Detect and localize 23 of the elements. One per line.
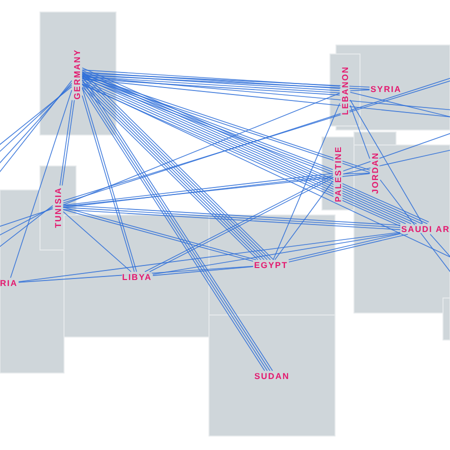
connection-line [18,232,401,282]
connection-line [350,89,370,92]
connection-line [82,78,450,118]
country-label: LEBANON [340,66,350,116]
connection-line [82,76,450,111]
connection-line [342,132,450,172]
connection-line [152,266,254,276]
connection-line [62,211,132,272]
connection-line [350,104,370,160]
connection-line [0,208,54,228]
country-label: TUNISIA [54,186,62,228]
country-label: PALESTINE [334,146,342,202]
connection-line [350,100,423,224]
country-label: GERMANY [72,48,82,100]
connection-line [342,148,450,174]
country-label: JORDAN [370,152,380,194]
connection-line [274,180,334,260]
connection-line [152,232,401,275]
connection-line [350,92,450,118]
connection-line [10,90,72,278]
connection-line [62,92,340,206]
connection-line [82,83,450,258]
connection-line [272,102,340,260]
